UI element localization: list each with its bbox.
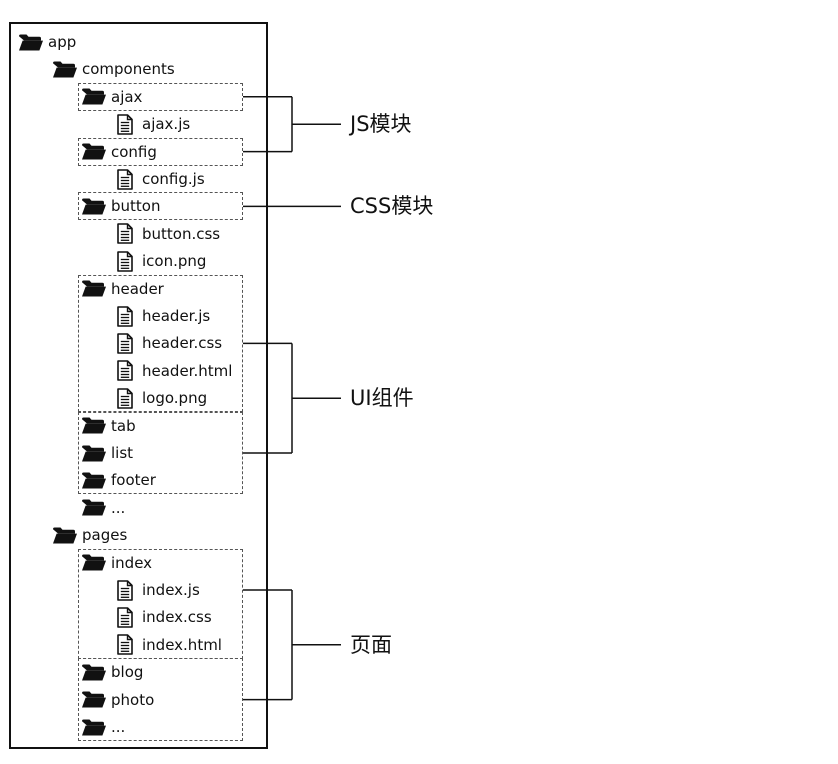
tree-item-label: footer <box>111 471 156 490</box>
annotation-label: UI组件 <box>350 386 414 411</box>
file-row[interactable]: index.html <box>117 632 222 658</box>
tree-item-label: button <box>111 197 161 216</box>
file-icon <box>117 387 133 409</box>
folder-row[interactable]: tab <box>82 413 136 439</box>
file-tree-panel: app components ajax ajax.js config config.js b… <box>9 22 268 749</box>
tree-item-label: components <box>82 60 175 79</box>
folder-icon <box>82 280 106 297</box>
tree-item-label: header.js <box>142 307 211 325</box>
file-icon <box>117 113 133 135</box>
file-row[interactable]: logo.png <box>117 385 207 411</box>
tree-item-label: ajax.js <box>142 115 191 134</box>
folder-icon <box>82 198 106 215</box>
tree-item-label: header.html <box>142 361 233 380</box>
folder-icon <box>82 88 106 105</box>
file-row[interactable]: header.js <box>117 303 210 329</box>
file-icon <box>117 607 133 628</box>
folder-icon <box>82 417 106 434</box>
dashed-group-box <box>78 411 243 495</box>
tree-item-label: blog <box>111 663 144 682</box>
tree-item-label: index.html <box>142 635 222 654</box>
tree-item-label: index.css <box>142 608 212 627</box>
file-row[interactable]: index.js <box>117 577 200 603</box>
tree-item-label: ajax <box>111 87 143 106</box>
tree-item-label: config.js <box>142 170 205 188</box>
dashed-group-box <box>78 192 243 221</box>
folder-icon <box>82 719 106 736</box>
folder-icon <box>19 34 43 51</box>
file-icon <box>117 223 133 245</box>
folder-row[interactable]: pages <box>53 522 127 548</box>
folder-icon <box>82 554 106 571</box>
file-icon <box>117 305 133 327</box>
file-icon <box>117 579 133 601</box>
folder-row[interactable]: components <box>53 56 175 82</box>
tree-item-label: icon.png <box>142 252 207 271</box>
tree-item-label: photo <box>111 690 155 709</box>
file-row[interactable]: config.js <box>117 166 205 192</box>
tree-item-label: list <box>111 444 134 462</box>
file-row[interactable]: button.css <box>117 221 220 247</box>
folder-row[interactable]: button <box>82 193 160 219</box>
tree-item-label: button.css <box>142 224 221 243</box>
folder-row[interactable]: ... <box>82 714 125 740</box>
annotation-label: 页面 <box>350 632 392 657</box>
tree-item-label: pages <box>82 526 128 545</box>
tree-item-label: index.js <box>142 581 200 599</box>
tree-item-label: header.css <box>142 334 223 353</box>
tree-item-label: ... <box>111 718 126 736</box>
folder-row[interactable]: blog <box>82 659 143 685</box>
folder-row[interactable]: list <box>82 440 133 466</box>
file-icon <box>117 333 133 354</box>
file-row[interactable]: header.css <box>117 330 222 356</box>
folder-icon <box>82 445 106 462</box>
tree-item-label: app <box>48 33 77 51</box>
file-row[interactable]: index.css <box>117 604 212 630</box>
folder-row[interactable]: header <box>82 276 164 302</box>
folder-row[interactable]: config <box>82 139 157 165</box>
folder-icon <box>82 691 106 708</box>
tree-item-label: tab <box>111 416 136 435</box>
folder-row[interactable]: ... <box>82 495 125 521</box>
tree-item-label: ... <box>111 498 126 517</box>
tree-item-label: logo.png <box>142 389 208 408</box>
file-row[interactable]: header.html <box>117 358 232 384</box>
folder-row[interactable]: photo <box>82 687 154 713</box>
folder-row[interactable]: index <box>82 550 152 576</box>
tree-item-label: header <box>111 279 164 298</box>
folder-row[interactable]: ajax <box>82 84 142 110</box>
folder-row[interactable]: footer <box>82 467 156 493</box>
annotation-label: CSS模块 <box>350 194 434 219</box>
folder-icon <box>53 61 77 78</box>
file-icon <box>117 634 133 656</box>
dashed-group-box <box>78 658 243 741</box>
dashed-group-box <box>78 137 243 166</box>
folder-icon <box>53 527 77 544</box>
folder-icon <box>82 143 106 160</box>
file-row[interactable]: icon.png <box>117 248 206 274</box>
tree-item-label: index <box>111 553 153 572</box>
file-icon <box>117 168 133 190</box>
file-row[interactable]: ajax.js <box>117 111 190 137</box>
dashed-group-box <box>78 82 243 111</box>
file-icon <box>117 360 133 382</box>
folder-icon <box>82 664 106 681</box>
file-icon <box>117 250 133 272</box>
annotation-label: JS模块 <box>350 112 412 137</box>
folder-icon <box>82 499 106 516</box>
tree-item-label: config <box>111 142 157 161</box>
folder-icon <box>82 472 106 489</box>
folder-row[interactable]: app <box>19 29 76 55</box>
